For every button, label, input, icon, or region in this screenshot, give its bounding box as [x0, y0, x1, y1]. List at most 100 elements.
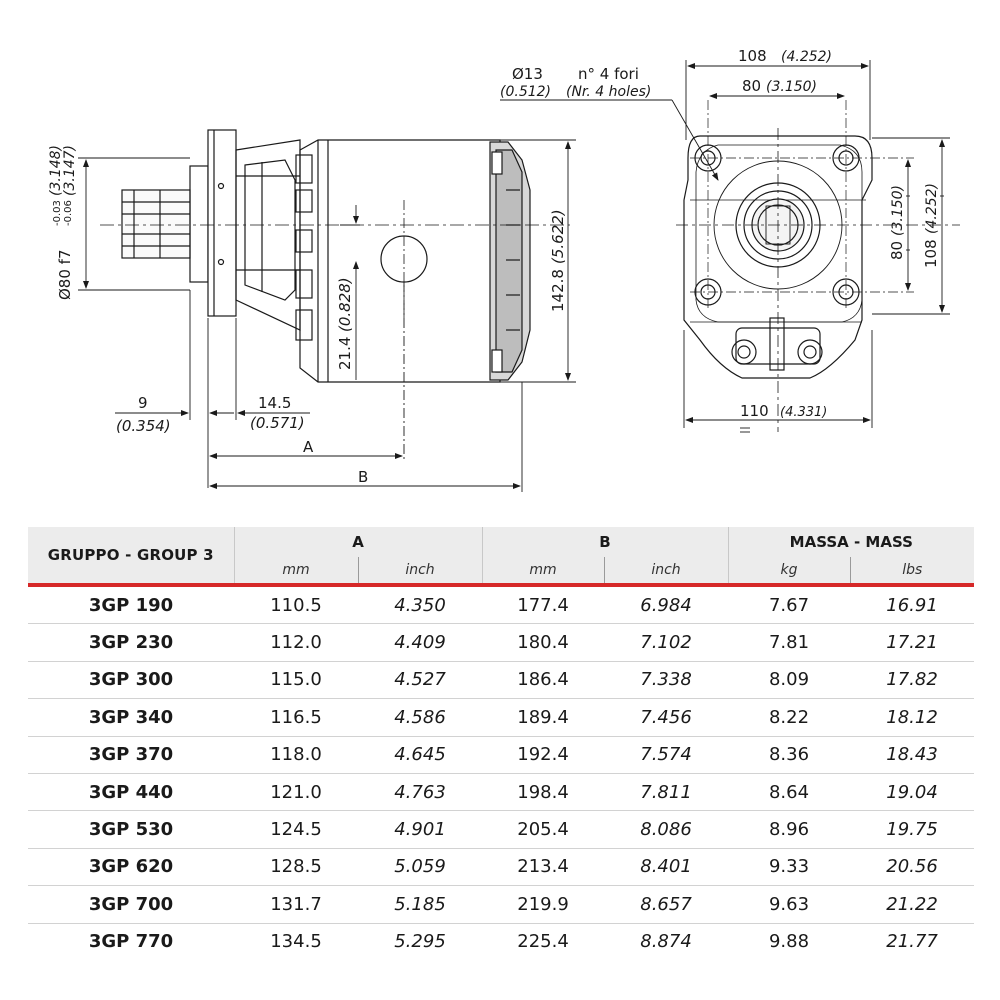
mass-lbs: 19.75 [850, 810, 975, 849]
b-inch: 8.401 [604, 848, 729, 887]
spec-table: GRUPPO - GROUP 3 A B MASSA - MASS mm inc… [28, 527, 975, 960]
b-inch: 7.456 [604, 698, 729, 737]
unit-a-mm: mm [233, 557, 358, 583]
model-name: 3GP 770 [88, 931, 174, 953]
dim-21-in: (0.828) [336, 277, 354, 332]
neck-housing [235, 139, 301, 331]
b-inch: 6.984 [604, 587, 729, 625]
label-b: B [358, 468, 368, 486]
a-mm: 112.0 [234, 623, 358, 662]
h108-label: 108 [922, 239, 940, 268]
a-mm: 134.5 [270, 931, 322, 953]
front-dimensions [500, 60, 950, 433]
dim-9-label: 9 [138, 394, 148, 412]
b-mm: 219.9 [482, 885, 605, 924]
dim-80-in-lower: (3.147) [62, 145, 78, 196]
pump-body [295, 139, 501, 383]
table-row: 3GP 770 134.5 5.295 225.4 8.874 9.88 21.… [28, 923, 974, 960]
b-mm: 198.4 [482, 773, 605, 812]
dim-142-label: 142.8 [549, 269, 567, 312]
mass-kg: 8.09 [728, 661, 851, 700]
w110-label: 110 [740, 402, 769, 420]
mass-kg: 9.88 [768, 931, 810, 953]
w110-in: (4.331) [780, 405, 827, 420]
table-row: 3GP 230 112.0 4.409 180.4 7.102 7.81 17.… [28, 623, 975, 662]
unit-b-mm: mm [481, 557, 605, 583]
model-name: 3GP 530 [28, 810, 234, 849]
mass-lbs: 20.56 [850, 848, 975, 887]
b-inch: 7.102 [604, 623, 729, 662]
model-name: 3GP 230 [28, 623, 234, 662]
b-mm: 180.4 [482, 623, 605, 662]
dim-80-label: Ø80 f7 [56, 250, 74, 301]
b-mm: 186.4 [482, 661, 605, 700]
dim-80-in-upper: (3.148) [48, 145, 64, 196]
b-mm: 225.4 [517, 931, 569, 953]
side-dimension-labels: Ø80 f7 -0.03 -0.06 (3.148) (3.147) 21.4 … [48, 145, 567, 486]
b-inch: 8.874 [640, 931, 692, 953]
mass-kg: 8.36 [728, 736, 851, 774]
hole-note-en: (Nr. 4 holes) [566, 84, 651, 100]
b-mm: 189.4 [482, 698, 605, 737]
h108-in: (4.252) [924, 183, 940, 234]
table-row: 3GP 300 115.0 4.527 186.4 7.338 8.09 17.… [28, 661, 975, 700]
b-inch: 7.574 [604, 736, 729, 774]
mass-lbs: 17.21 [850, 623, 975, 662]
a-mm: 115.0 [234, 661, 358, 700]
unit-b-inch: inch [603, 557, 729, 583]
b-inch: 7.338 [604, 661, 729, 700]
mass-lbs: 18.12 [850, 698, 975, 737]
table-row: 3GP 700 131.7 5.185 219.9 8.657 9.63 21.… [28, 885, 975, 924]
rear-cover [489, 141, 531, 381]
a-mm: 124.5 [234, 810, 358, 849]
dim-14-label: 14.5 [258, 394, 291, 412]
side-dimensions [78, 139, 576, 492]
a-inch: 5.295 [394, 931, 446, 953]
label-a: A [303, 438, 314, 456]
group-header: GRUPPO - GROUP 3 [47, 546, 214, 564]
tol-lower: -0.06 [63, 200, 74, 226]
hole-note: n° 4 fori [578, 65, 639, 83]
model-name: 3GP 340 [28, 698, 234, 737]
b-mm: 177.4 [482, 587, 605, 625]
model-name: 3GP 620 [28, 848, 234, 887]
header-accent-line [28, 583, 975, 587]
a-inch: 5.185 [358, 885, 483, 924]
b-inch: 8.657 [604, 885, 729, 924]
col-a-header: A [233, 527, 483, 557]
b-mm: 205.4 [482, 810, 605, 849]
b-inch: 8.086 [604, 810, 729, 849]
dim-142-in: (5.622) [549, 209, 567, 264]
table-row: 3GP 620 128.5 5.059 213.4 8.401 9.33 20.… [28, 848, 975, 887]
tol-upper: -0.03 [52, 200, 63, 226]
col-b-header: B [481, 527, 729, 557]
w108-label: 108 [738, 47, 767, 65]
w80-in: (3.150) [766, 79, 817, 95]
table-row: 3GP 440 121.0 4.763 198.4 7.811 8.64 19.… [28, 773, 975, 812]
dim-14-in: (0.571) [250, 414, 305, 432]
a-mm: 110.5 [234, 587, 358, 625]
col-mass-header: MASSA - MASS [727, 527, 975, 557]
mass-kg: 9.63 [728, 885, 851, 924]
a-inch: 4.527 [358, 661, 483, 700]
mounting-flange [189, 129, 237, 317]
side-view [100, 129, 570, 383]
front-view [676, 100, 960, 432]
b-inch: 7.811 [604, 773, 729, 812]
a-mm: 131.7 [234, 885, 358, 924]
mass-lbs: 18.43 [850, 736, 975, 774]
h80-in: (3.150) [890, 185, 906, 236]
w108-in: (4.252) [781, 49, 832, 65]
mass-lbs: 16.91 [850, 587, 975, 625]
unit-lbs: lbs [849, 557, 975, 583]
h80-label: 80 [888, 241, 906, 260]
mass-lbs: 17.82 [850, 661, 975, 700]
w80-label: 80 [742, 77, 761, 95]
a-inch: 4.645 [358, 736, 483, 774]
model-name: 3GP 300 [28, 661, 234, 700]
model-name: 3GP 370 [28, 736, 234, 774]
a-inch: 4.901 [358, 810, 483, 849]
mass-lbs: 21.77 [886, 931, 938, 953]
mass-kg: 8.22 [728, 698, 851, 737]
model-name: 3GP 700 [28, 885, 234, 924]
